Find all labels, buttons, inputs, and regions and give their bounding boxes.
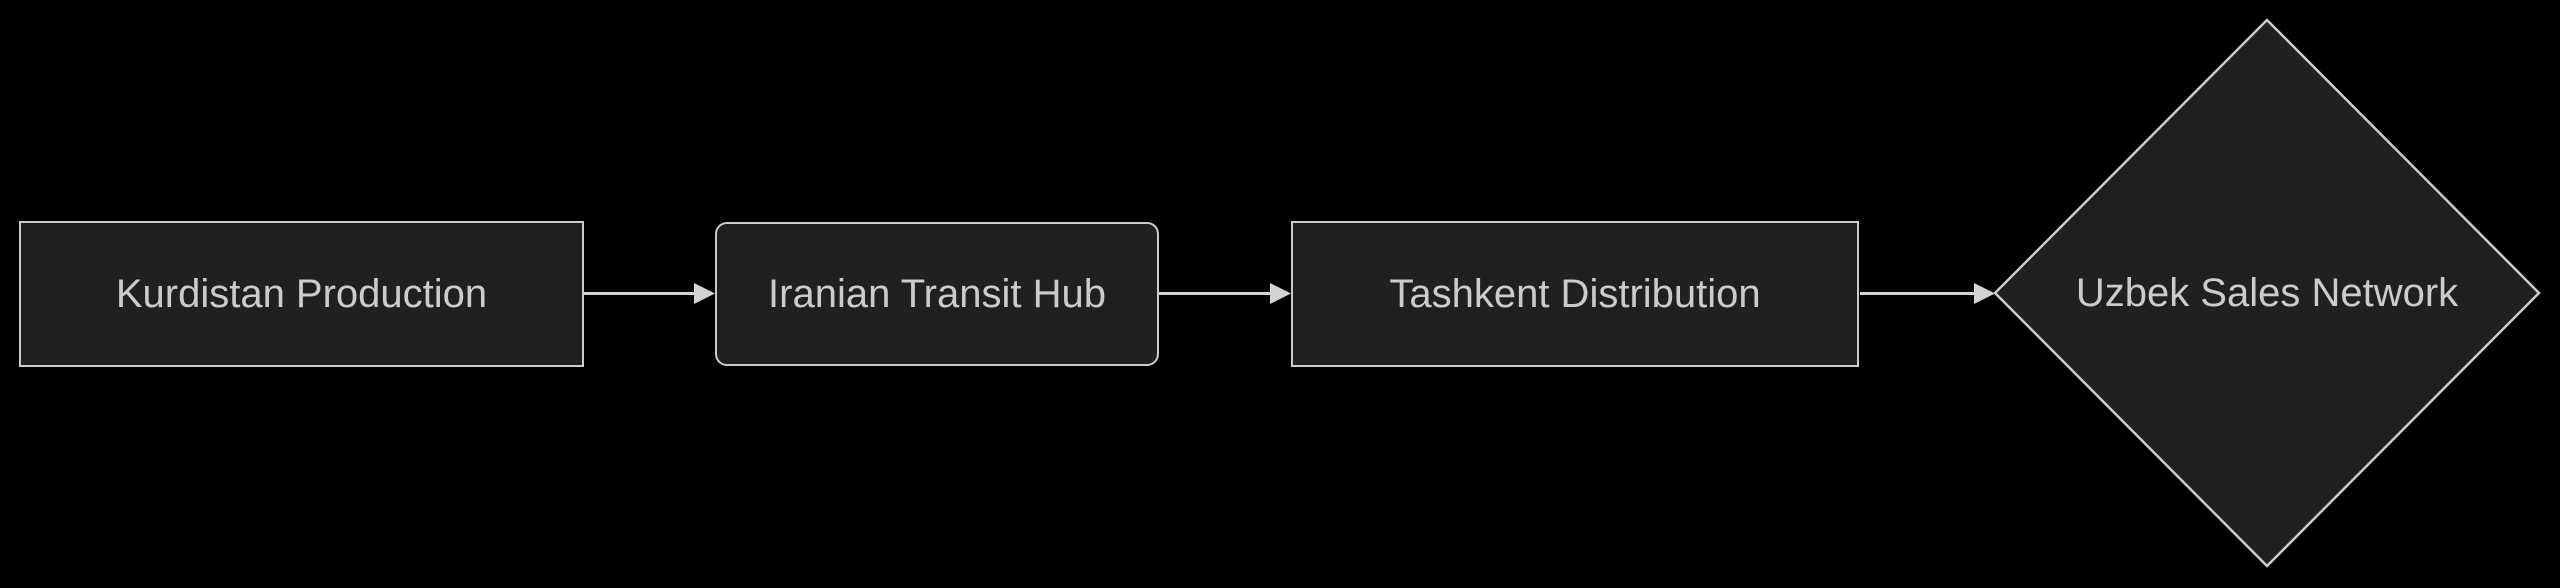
edge-tashkent-to-uzbek xyxy=(1860,283,1995,304)
node-label: Tashkent Distribution xyxy=(1389,272,1761,316)
arrowhead-icon xyxy=(694,283,715,304)
node-label: Iranian Transit Hub xyxy=(768,272,1106,316)
node-uzbek-sales-network-shape xyxy=(1993,18,2541,568)
arrowhead-icon xyxy=(1270,283,1291,304)
node-label: Kurdistan Production xyxy=(115,272,488,316)
arrowhead-icon xyxy=(1974,283,1995,304)
edge-kurdistan-to-iranian xyxy=(584,283,715,304)
node-kurdistan-production: Kurdistan Production xyxy=(19,221,584,367)
node-iranian-transit-hub: Iranian Transit Hub xyxy=(715,222,1159,366)
edge-iranian-to-tashkent xyxy=(1159,283,1291,304)
node-uzbek-sales-network: Uzbek Sales Network xyxy=(1995,20,2539,566)
node-tashkent-distribution: Tashkent Distribution xyxy=(1291,221,1859,367)
node-label: Uzbek Sales Network xyxy=(2075,270,2459,315)
